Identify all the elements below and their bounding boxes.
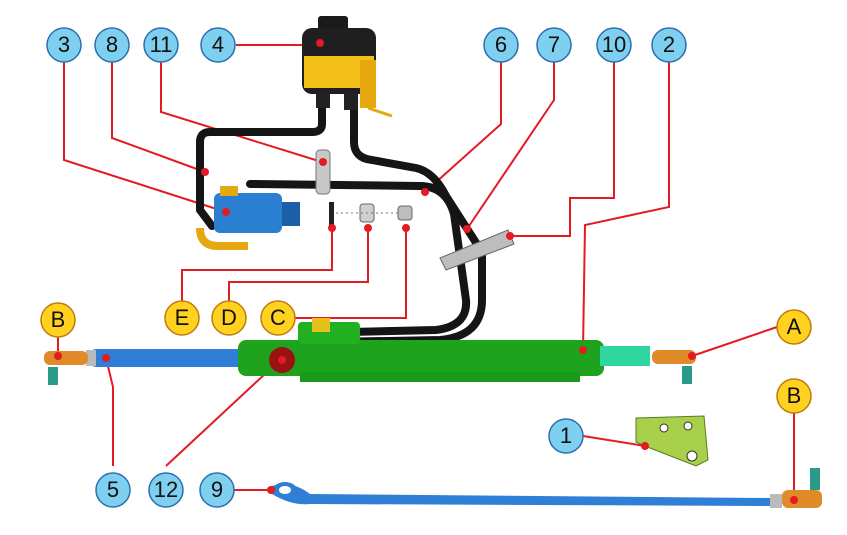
callout-6: 6 (483, 27, 519, 63)
callout-11: 11 (143, 27, 179, 63)
svg-text:9: 9 (211, 477, 223, 502)
hose-3 (196, 104, 326, 230)
steering-cylinder (86, 318, 650, 382)
svg-text:E: E (175, 305, 190, 330)
leader-A (691, 326, 778, 357)
svg-text:B: B (51, 307, 66, 332)
svg-text:C: C (270, 305, 286, 330)
callout-1: 1 (548, 418, 584, 454)
callout-7: 7 (536, 27, 572, 63)
svg-text:D: D (221, 305, 237, 330)
hose-clamp (315, 149, 331, 195)
leader-1 (582, 435, 646, 447)
small-parts (328, 202, 413, 232)
callout-D: D (211, 300, 247, 336)
leader-C (278, 228, 407, 319)
svg-text:8: 8 (106, 32, 118, 57)
callout-9: 9 (199, 472, 235, 508)
hose-6 (326, 106, 486, 346)
svg-text:5: 5 (107, 477, 119, 502)
leader-2 (582, 62, 670, 351)
leader-12 (165, 359, 281, 467)
callout-B-right: B (776, 378, 812, 414)
leader-10 (510, 62, 615, 237)
callout-C: C (260, 300, 296, 336)
leader-D (228, 228, 369, 301)
svg-text:2: 2 (663, 32, 675, 57)
svg-text:12: 12 (154, 477, 178, 502)
leader-6 (424, 62, 502, 193)
callout-3: 3 (46, 27, 82, 63)
callout-4: 4 (200, 27, 236, 63)
svg-text:3: 3 (58, 32, 70, 57)
svg-text:1: 1 (560, 423, 572, 448)
drag-link (267, 468, 822, 508)
callout-5: 5 (95, 472, 131, 508)
reservoir (302, 16, 393, 118)
callout-2: 2 (651, 27, 687, 63)
leader-11 (160, 62, 323, 163)
callout-8: 8 (94, 27, 130, 63)
callout-A: A (776, 309, 812, 345)
mount-bracket (635, 415, 709, 467)
svg-text:10: 10 (602, 32, 626, 57)
callouts: 3 8 11 4 6 7 10 2 E D C B A B 1 5 12 9 (40, 27, 812, 508)
callout-10: 10 (596, 27, 632, 63)
svg-text:6: 6 (495, 32, 507, 57)
leader-7 (466, 62, 555, 230)
leader-3 (63, 62, 227, 213)
tie-rod-ends (44, 350, 696, 385)
svg-text:11: 11 (150, 32, 173, 57)
svg-text:4: 4 (212, 32, 224, 57)
pump (196, 168, 300, 250)
hose-bracket (421, 188, 515, 271)
leader-E (181, 228, 333, 301)
callout-E: E (164, 300, 200, 336)
svg-text:B: B (787, 383, 802, 408)
leader-8 (111, 62, 206, 173)
svg-text:7: 7 (548, 32, 560, 57)
leader-5 (105, 357, 114, 466)
callout-12: 12 (148, 472, 184, 508)
callout-B-left: B (40, 302, 76, 338)
svg-text:A: A (787, 314, 802, 339)
